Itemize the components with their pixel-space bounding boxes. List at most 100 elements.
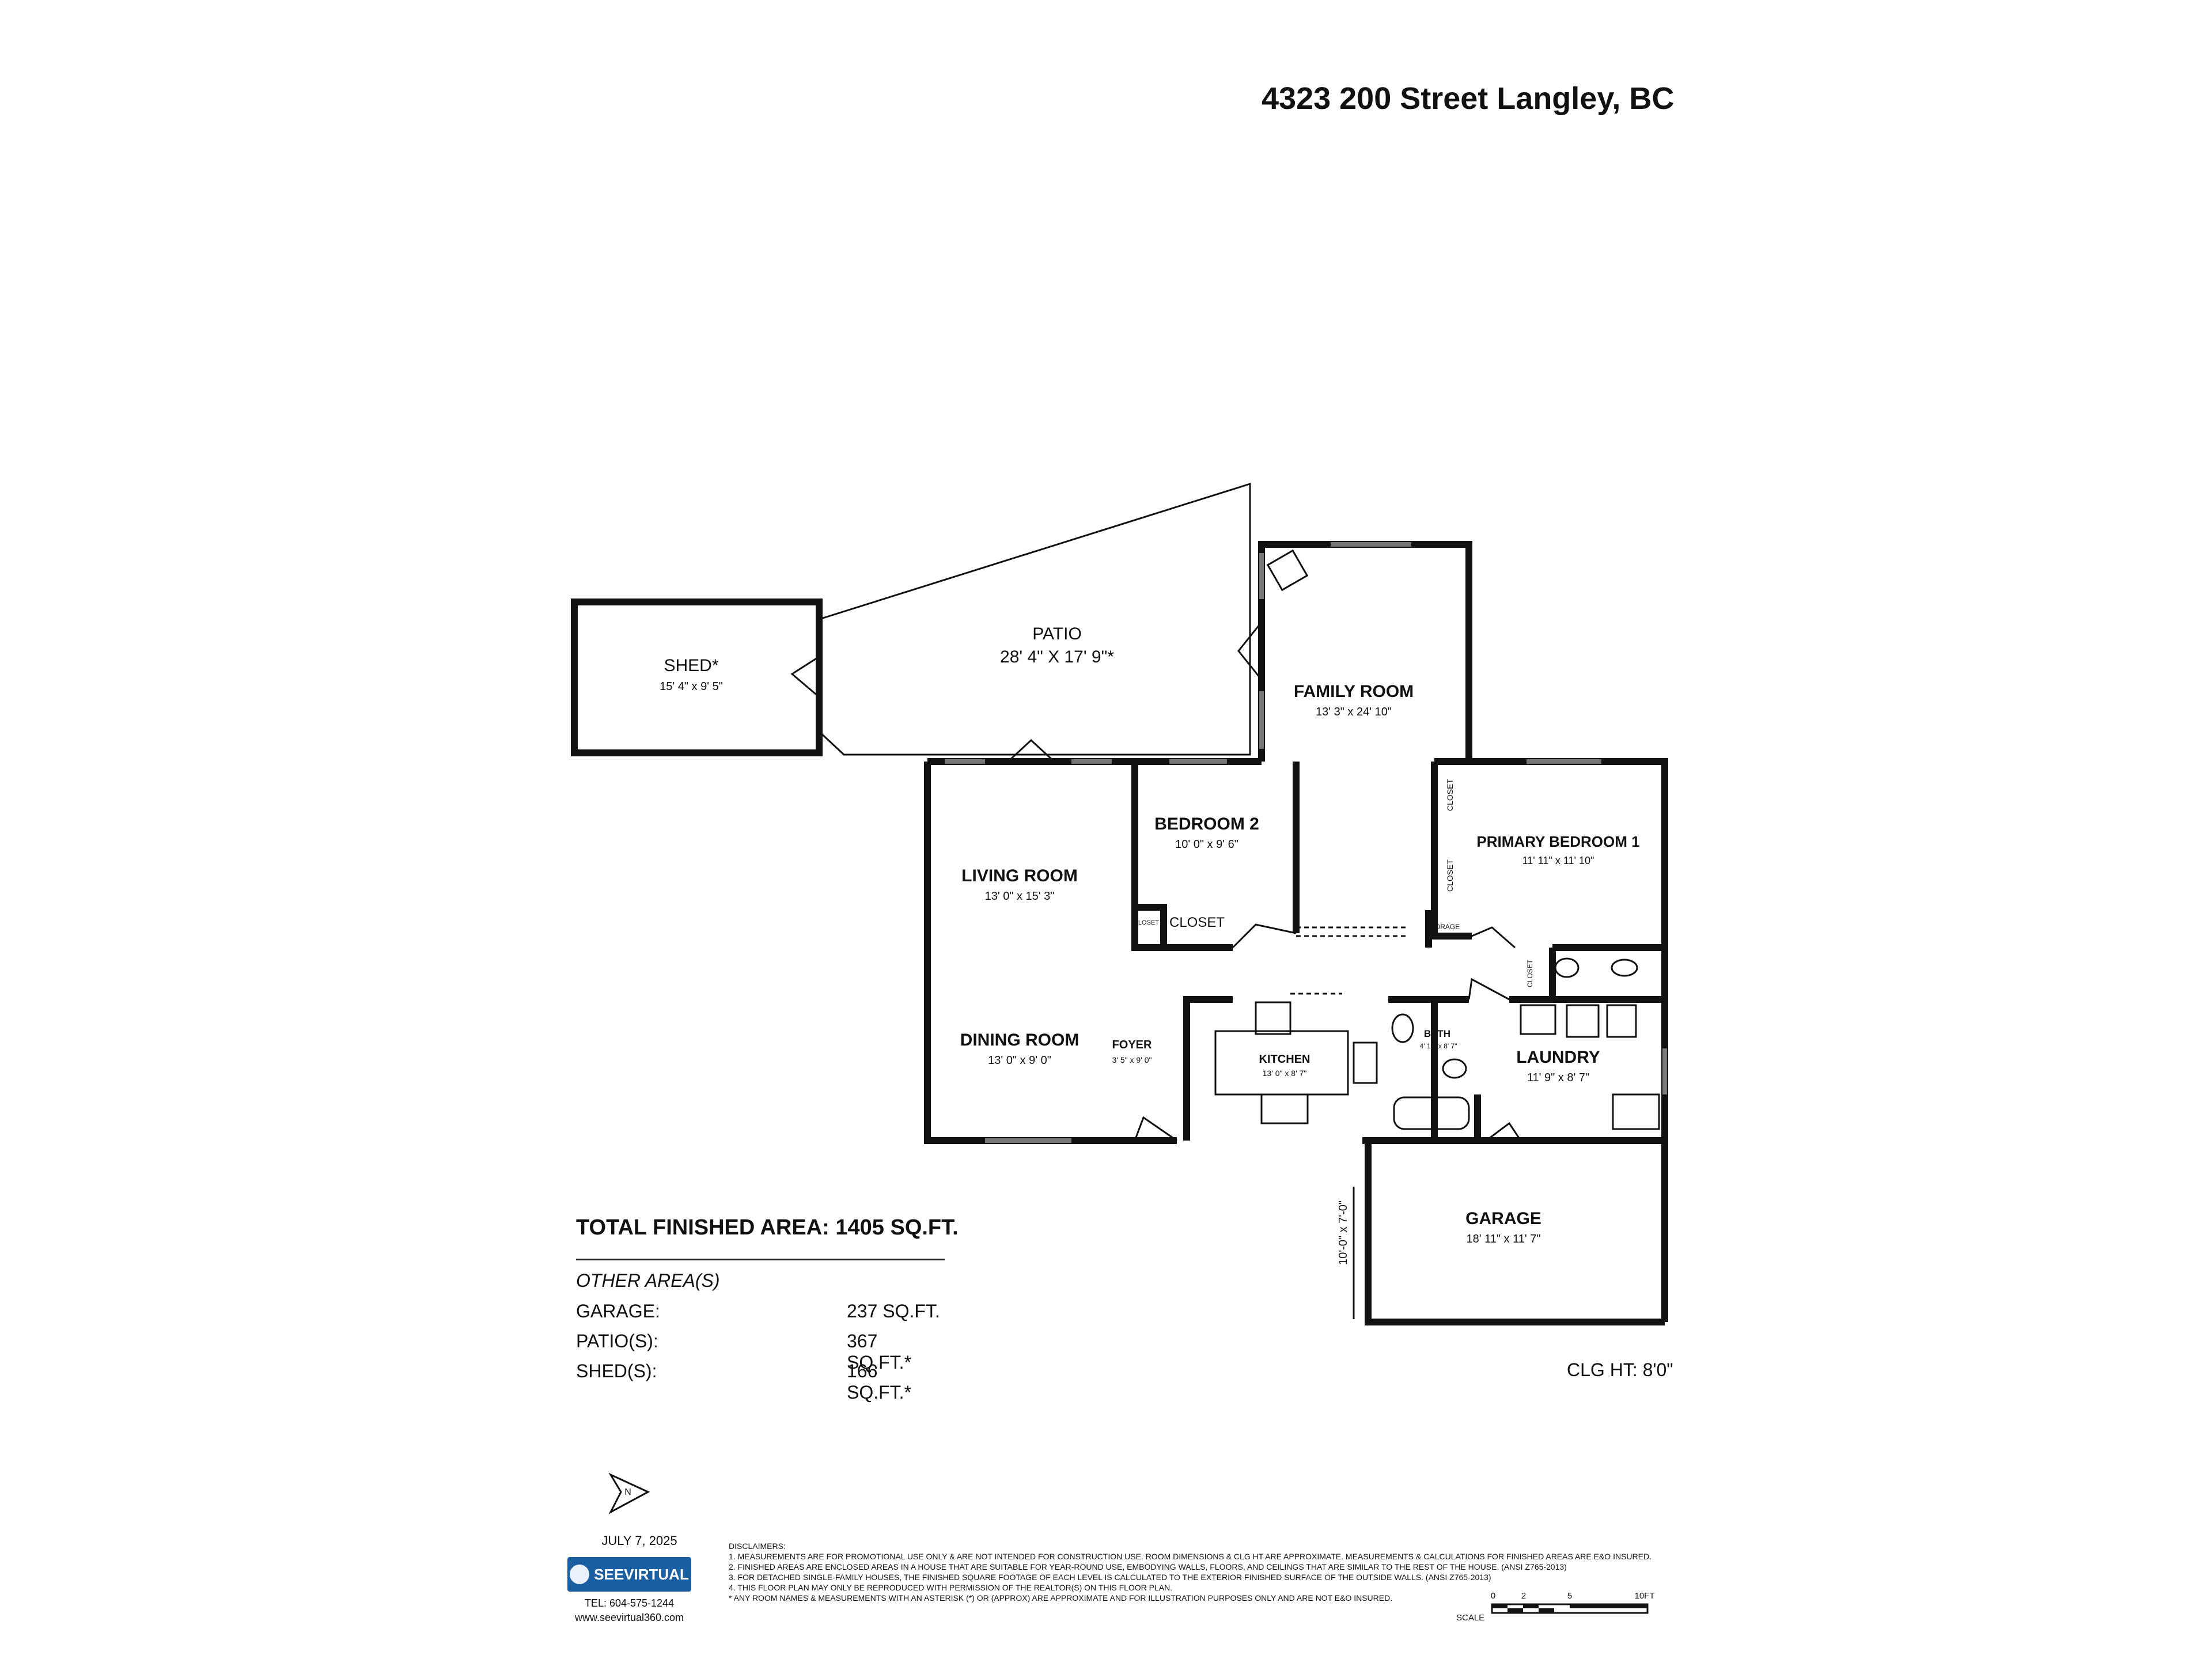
- laundry-sink: [1520, 1004, 1556, 1035]
- ceiling-height: CLG HT: 8'0": [1567, 1359, 1673, 1380]
- wc-sink: [1554, 957, 1580, 978]
- family-room-outline: [1258, 541, 1472, 762]
- scale-label: SCALE: [1456, 1613, 1485, 1623]
- kitchen-label: KITCHEN: [1259, 1053, 1310, 1066]
- toilet: [1442, 1058, 1467, 1079]
- disclaimer-line: 3. FOR DETACHED SINGLE-FAMILY HOUSES, TH…: [729, 1573, 1491, 1582]
- disclaimer-heading: DISCLAIMERS:: [729, 1541, 786, 1551]
- primary-door: [1471, 926, 1516, 949]
- area-label: GARAGE:: [576, 1301, 660, 1321]
- windows: [945, 542, 1667, 1143]
- bath-label: BATH: [1424, 1028, 1450, 1039]
- svg-text:N: N: [624, 1487, 631, 1497]
- area-row-patio: PATIO(S): 367 SQ.FT.*: [576, 1331, 945, 1373]
- bath-dimensions: 4' 11" x 8' 7": [1420, 1042, 1457, 1050]
- primary-outline: [1434, 758, 1668, 1322]
- patio-dimensions: 28' 4" X 17' 9"*: [1000, 647, 1114, 666]
- family-room-dimensions: 13' 3" x 24' 10": [1316, 706, 1392, 718]
- bath-closet-label: CLOSET: [1526, 959, 1534, 987]
- fridge: [1255, 1001, 1291, 1035]
- disclaimer-line: * ANY ROOM NAMES & MEASUREMENTS WITH AN …: [729, 1593, 1393, 1603]
- shed-door: [790, 656, 820, 698]
- storage-label: STORAGE: [1426, 923, 1460, 931]
- bath-door: [1468, 978, 1510, 1001]
- shed-outline: [571, 599, 823, 756]
- logo-icon: [570, 1565, 590, 1584]
- dryer: [1606, 1004, 1637, 1038]
- scale-tick-0: 0: [1491, 1591, 1495, 1601]
- family-closet-lower-label: CLOSET: [1445, 859, 1455, 892]
- patio-outline: [818, 482, 1251, 756]
- disclaimer-line: 4. THIS FLOOR PLAN MAY ONLY BE REPRODUCE…: [729, 1583, 1173, 1592]
- shed-dimensions: 15' 4" x 9' 5": [660, 680, 723, 693]
- fixtures: [1214, 549, 1660, 1130]
- foyer-dimensions: 3' 5" x 9' 0": [1112, 1055, 1152, 1065]
- patio-label: PATIO: [1032, 624, 1082, 643]
- area-value: 166 SQ.FT.*: [847, 1361, 912, 1403]
- doors: [790, 622, 1522, 1142]
- other-areas-heading: OTHER AREA(S): [576, 1270, 720, 1291]
- foyer-label: FOYER: [1112, 1039, 1152, 1051]
- laundry-counter: [1612, 1093, 1660, 1130]
- kitchen-dimensions: 13' 0" x 8' 7": [1263, 1069, 1307, 1078]
- garage-door-size: 10'-0" x 7'-0": [1337, 1200, 1350, 1265]
- primary-bedroom-dimensions: 11' 11" x 11' 10": [1522, 855, 1594, 866]
- bedroom2-door: [1232, 923, 1297, 949]
- plan-date: JULY 7, 2025: [601, 1533, 677, 1548]
- logo-text: SEEVIRTUAL: [594, 1565, 689, 1583]
- garage-label: GARAGE: [1465, 1209, 1541, 1228]
- scale-tick-2: 2: [1521, 1591, 1526, 1601]
- primary-bedroom-label: PRIMARY BEDROOM 1: [1476, 833, 1639, 850]
- area-value: 367 SQ.FT.*: [847, 1331, 912, 1373]
- kitchen-sink: [1353, 1041, 1378, 1084]
- bathtub: [1393, 1096, 1470, 1130]
- wc-toilet: [1611, 959, 1638, 977]
- family-patio-door: [1237, 622, 1263, 680]
- bedroom2-west-wall: [1131, 762, 1233, 951]
- family-closet-upper-label: CLOSET: [1445, 779, 1455, 811]
- kitchen-west-wall: [1183, 996, 1233, 1141]
- company-url[interactable]: www.seevirtual360.com: [574, 1612, 684, 1623]
- patio-door: [1007, 738, 1055, 763]
- garage-door-swing: [1486, 1122, 1522, 1142]
- small-closet-wall: [1135, 904, 1167, 948]
- disclaimers: DISCLAIMERS: 1. MEASUREMENTS ARE FOR PRO…: [729, 1541, 1673, 1603]
- small-closet-label: CLOSET: [1134, 919, 1159, 926]
- scale-tick-10: 10FT: [1634, 1591, 1654, 1601]
- bath-sink: [1391, 1013, 1414, 1043]
- disclaimer-line: 2. FINISHED AREAS ARE ENCLOSED AREAS IN …: [729, 1562, 1567, 1571]
- front-door: [1134, 1116, 1177, 1142]
- living-room-dimensions: 13' 0" x 15' 3": [985, 890, 1055, 903]
- scale-tick-5: 5: [1567, 1591, 1572, 1601]
- dining-room-label: DINING ROOM: [960, 1031, 1080, 1050]
- scale-bar: 0 2 5 10FT: [1491, 1591, 1655, 1614]
- stove: [1260, 1093, 1309, 1124]
- laundry-dimensions: 11' 9" x 8' 7": [1527, 1071, 1589, 1084]
- shed-label: SHED*: [664, 656, 718, 675]
- dining-room-dimensions: 13' 0" x 9' 0": [988, 1054, 1051, 1067]
- north-arrow-icon: N: [608, 1472, 650, 1514]
- primary-west-wall: [1431, 762, 1472, 940]
- fireplace: [1266, 549, 1309, 592]
- property-address-title: 4323 200 Street Langley, BC: [1262, 81, 1675, 116]
- company-phone: TEL: 604-575-1244: [584, 1597, 675, 1609]
- bedroom2-label: BEDROOM 2: [1154, 815, 1259, 834]
- walls: [571, 541, 1668, 1325]
- family-room-label: FAMILY ROOM: [1294, 682, 1414, 701]
- openings: [1290, 926, 1406, 995]
- garage-dimensions: 18' 11" x 11' 7": [1467, 1233, 1541, 1245]
- living-room-label: LIVING ROOM: [961, 866, 1078, 885]
- laundry-label: LAUNDRY: [1516, 1048, 1600, 1067]
- total-divider: [576, 1259, 945, 1260]
- area-label: SHED(S):: [576, 1361, 657, 1381]
- area-row-garage: GARAGE: 237 SQ.FT.: [576, 1301, 945, 1322]
- disclaimer-line: 1. MEASUREMENTS ARE FOR PROMOTIONAL USE …: [729, 1552, 1652, 1561]
- company-logo: SEEVIRTUAL: [567, 1557, 691, 1592]
- bedroom2-dimensions: 10' 0" x 9' 6": [1175, 838, 1238, 851]
- area-label: PATIO(S):: [576, 1331, 658, 1351]
- washer: [1566, 1004, 1600, 1038]
- garage-outline: [1365, 1141, 1665, 1325]
- closet-label: CLOSET: [1169, 915, 1225, 930]
- area-row-shed: SHED(S): 166 SQ.FT.*: [576, 1361, 945, 1403]
